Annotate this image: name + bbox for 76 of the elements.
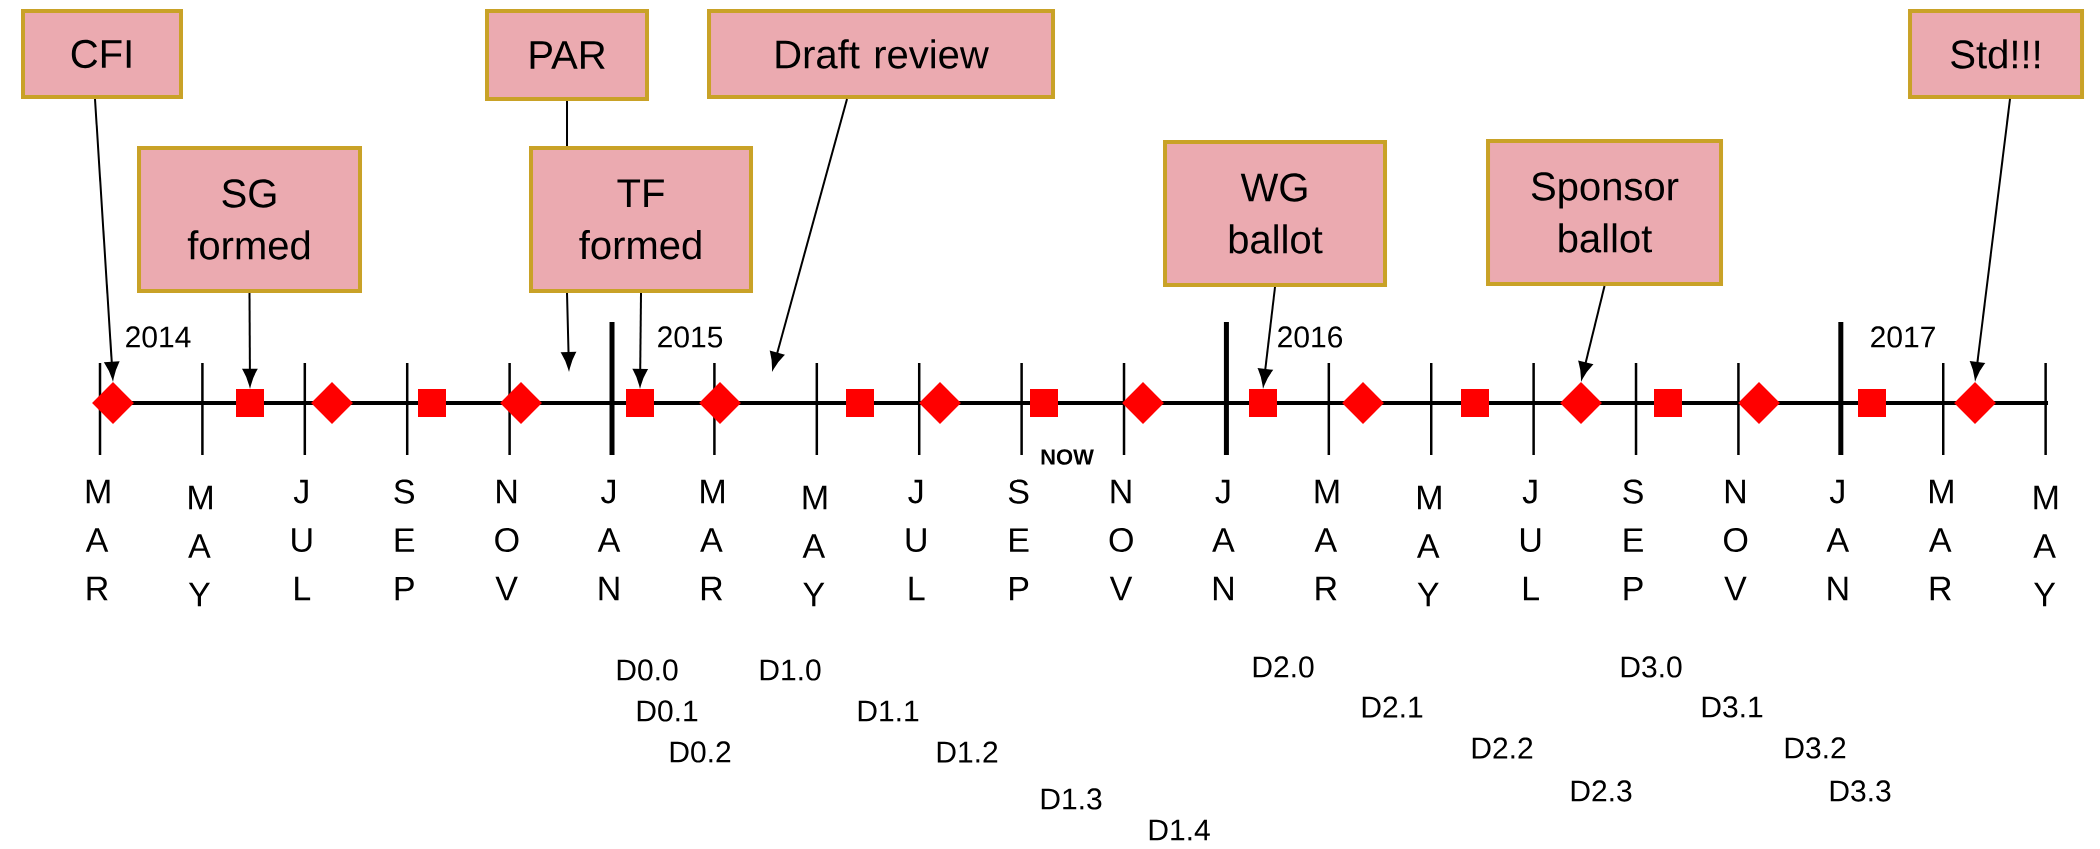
draft-version-label: D2.2 (1472, 737, 1533, 759)
diamond-marker (1738, 382, 1780, 424)
draft-version-label: D3.3 (1830, 780, 1891, 802)
month-label: J A N (597, 479, 621, 601)
draft-version-label: D1.4 (1149, 819, 1210, 841)
square-marker (236, 389, 264, 417)
draft-version-label: D3.0 (1621, 656, 1682, 678)
month-label: J U L (292, 479, 312, 601)
month-label: M A R (1314, 479, 1339, 601)
year-label: 2017 (1871, 326, 1935, 348)
month-label: M A R (85, 479, 110, 601)
draft-version-label: D0.1 (637, 700, 698, 722)
square-marker (418, 389, 446, 417)
diamond-marker (92, 382, 134, 424)
diamond-marker (1954, 382, 1996, 424)
arrow (633, 292, 648, 386)
month-label: M A R (700, 479, 724, 601)
draft-version-label: D1.2 (937, 741, 998, 763)
month-label: J A N (1826, 479, 1850, 601)
square-marker (846, 389, 874, 417)
label-box: Sponsor ballot (1486, 139, 1723, 286)
month-label: M A Y (188, 485, 212, 607)
draft-version-label: D1.1 (858, 700, 919, 722)
square-marker (626, 389, 654, 417)
month-label: S E P (394, 479, 415, 601)
month-label: M A R (1928, 479, 1953, 601)
draft-version-label: D3.1 (1702, 696, 1763, 718)
month-label: M A Y (1416, 485, 1441, 607)
draft-version-label: D0.0 (617, 659, 678, 681)
arrow (242, 292, 258, 386)
square-marker (1030, 389, 1058, 417)
label-box: CFI (21, 9, 183, 99)
arrow (561, 100, 576, 370)
square-marker (1249, 389, 1277, 417)
label-box: PAR (485, 9, 649, 101)
diamond-marker (1122, 382, 1164, 424)
year-label: 2014 (126, 326, 191, 348)
draft-version-label: D1.3 (1041, 788, 1102, 810)
draft-version-label: D1.0 (760, 659, 821, 681)
square-marker (1654, 389, 1682, 417)
label-box: SG formed (137, 146, 362, 293)
draft-version-label: D2.1 (1362, 696, 1423, 718)
label-box: TF formed (529, 146, 753, 293)
arrow (1578, 285, 1606, 379)
label-box: Std!!! (1908, 9, 2085, 99)
year-label: 2016 (1278, 326, 1343, 348)
label-box: Draft review (707, 9, 1055, 99)
month-label: J U L (906, 479, 926, 601)
now-label: NOW (1041, 449, 1094, 465)
arrow (1258, 286, 1276, 386)
arrow (770, 98, 848, 370)
month-label: J U L (1520, 479, 1541, 601)
month-label: N O V (1109, 479, 1133, 601)
month-label: M A Y (2033, 485, 2058, 607)
month-label: M A Y (802, 485, 827, 607)
diamond-marker (699, 382, 741, 424)
draft-version-label: D2.0 (1253, 656, 1314, 678)
month-label: N O V (495, 479, 519, 601)
square-marker (1858, 389, 1886, 417)
diamond-marker (919, 382, 961, 424)
draft-version-label: D3.2 (1785, 737, 1846, 759)
square-marker (1461, 389, 1489, 417)
year-label: 2015 (658, 326, 723, 348)
draft-version-label: D0.2 (670, 741, 731, 763)
diamond-marker (500, 382, 542, 424)
month-label: S E P (1623, 479, 1643, 601)
label-box: WG ballot (1163, 140, 1387, 287)
month-label: N O V (1724, 479, 1748, 601)
diamond-marker (1560, 382, 1602, 424)
arrow (1970, 98, 2012, 379)
arrow (94, 98, 119, 379)
month-label: J A N (1212, 479, 1235, 601)
diamond-marker (311, 382, 353, 424)
month-label: S E P (1008, 479, 1029, 601)
diamond-marker (1342, 382, 1384, 424)
draft-version-label: D2.3 (1571, 780, 1632, 802)
